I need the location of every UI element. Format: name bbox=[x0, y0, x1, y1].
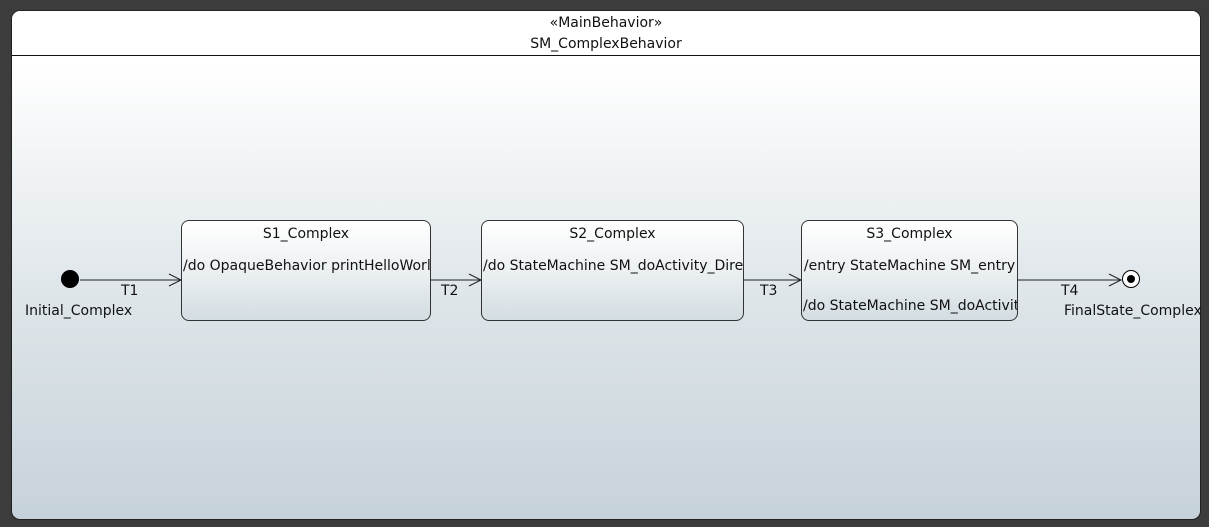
transition-t1-label[interactable]: T1 bbox=[121, 283, 139, 299]
frame-title[interactable]: SM_ComplexBehavior bbox=[530, 36, 682, 52]
final-state-dot bbox=[1126, 274, 1135, 283]
state-do-behavior: /do StateMachine SM_doActivity bbox=[803, 298, 1018, 314]
final-label: FinalState_Complex bbox=[1064, 303, 1202, 319]
final-state[interactable] bbox=[1122, 270, 1140, 288]
state-do-behavior: /do OpaqueBehavior printHelloWorld bbox=[183, 258, 431, 274]
state-do-behavior: /do StateMachine SM_doActivity_Direct bbox=[483, 258, 744, 274]
state-s1-complex[interactable]: S1_Complex /do OpaqueBehavior printHello… bbox=[181, 220, 431, 321]
state-name: S1_Complex bbox=[262, 226, 350, 242]
frame-header: «MainBehavior» SM_ComplexBehavior bbox=[12, 11, 1200, 56]
initial-label: Initial_Complex bbox=[25, 303, 133, 319]
initial-pseudostate[interactable] bbox=[61, 270, 79, 288]
transition-t3-label[interactable]: T3 bbox=[760, 283, 778, 299]
frame-stereotype: «MainBehavior» bbox=[549, 15, 663, 31]
transition-t4-label[interactable]: T4 bbox=[1061, 283, 1079, 299]
state-name: S2_Complex bbox=[569, 226, 656, 242]
state-s2-complex[interactable]: S2_Complex /do StateMachine SM_doActivit… bbox=[481, 220, 744, 321]
transition-t2-label[interactable]: T2 bbox=[441, 283, 459, 299]
state-name: S3_Complex bbox=[866, 226, 953, 242]
state-entry-behavior: /entry StateMachine SM_entry bbox=[803, 258, 1016, 274]
state-s3-complex[interactable]: S3_Complex /entry StateMachine SM_entry … bbox=[801, 220, 1018, 321]
